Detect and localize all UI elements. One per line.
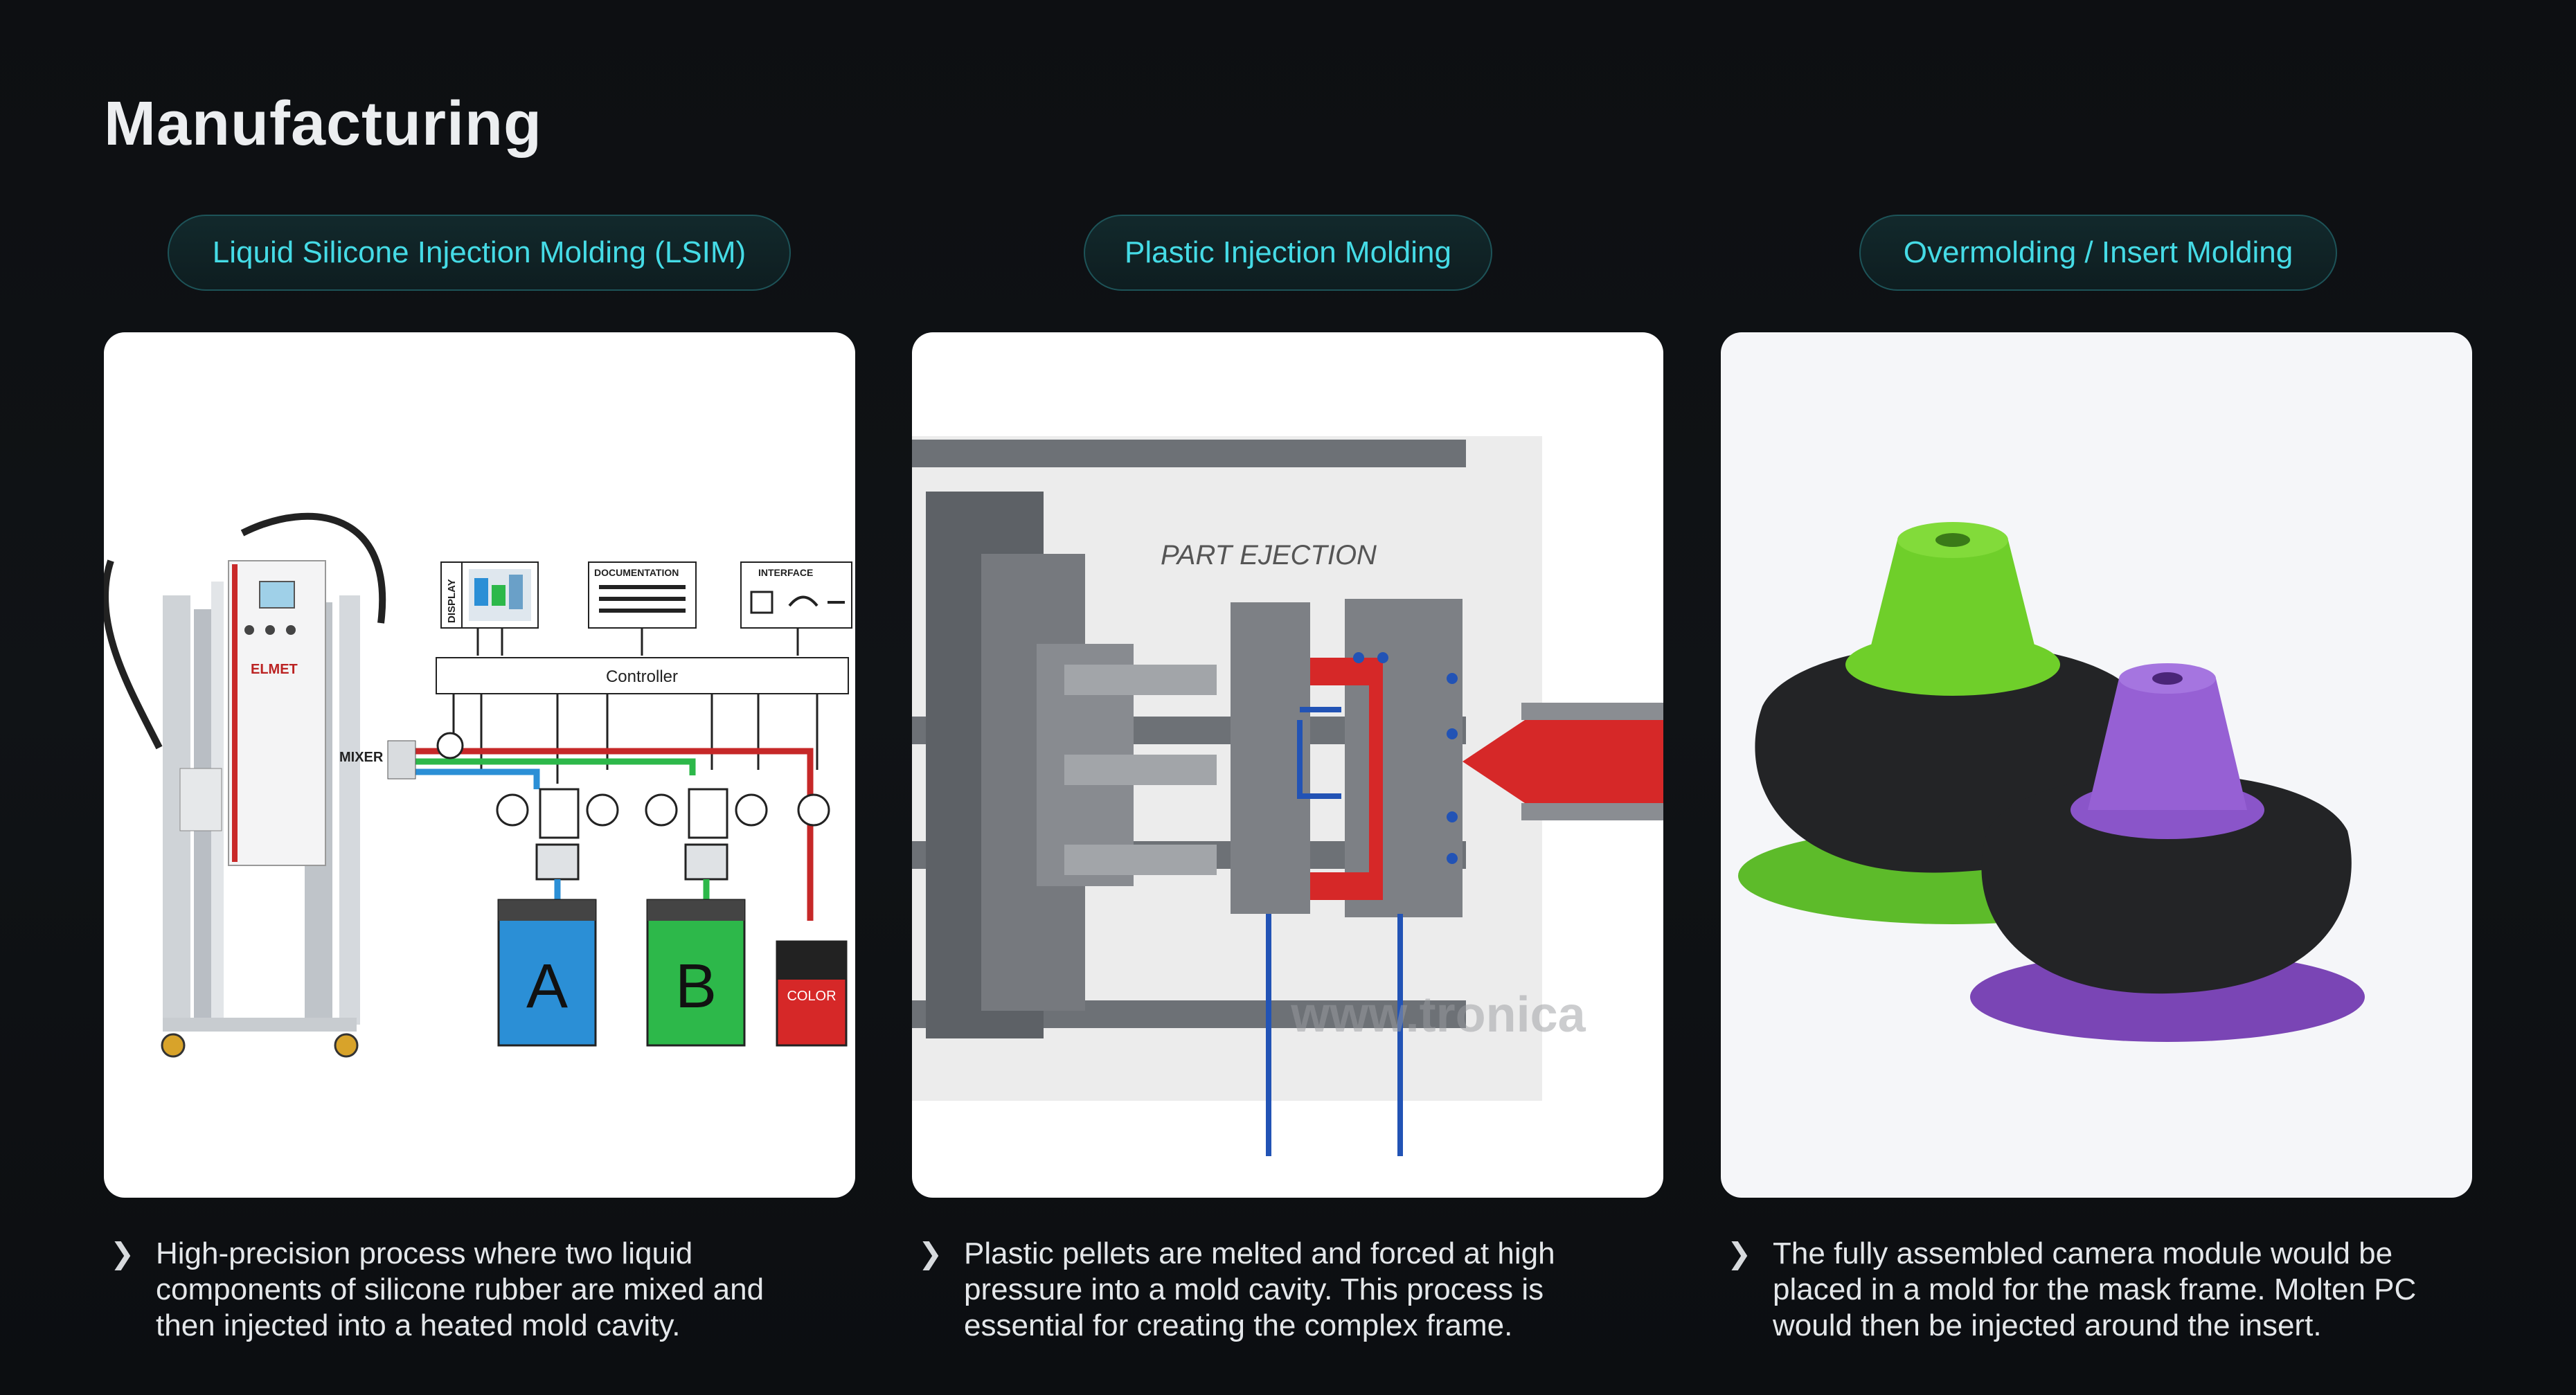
documentation-label: DOCUMENTATION: [594, 567, 679, 578]
part-ejection-caption: PART EJECTION: [1161, 540, 1377, 570]
lsim-machine-image: ELMET: [104, 512, 386, 1058]
ejector-springs: [1064, 665, 1217, 875]
machine-brand-logo: ELMET: [251, 662, 298, 677]
description-text: High-precision process where two liquid …: [156, 1236, 764, 1342]
tank-b-label: B: [675, 952, 717, 1021]
tank-a-label: A: [526, 952, 568, 1021]
color-tank: COLOR: [776, 940, 848, 1047]
mixer-label: MIXER: [339, 750, 384, 765]
overmolded-parts-image: [1738, 522, 2365, 1042]
interface-label: INTERFACE: [758, 567, 813, 578]
tank-b: B: [646, 899, 746, 1047]
overmolding-card: [1721, 332, 2472, 1198]
plastic-injection-card: PART EJECTION www.tronica: [912, 332, 1663, 1198]
description-text: The fully assembled camera module would …: [1773, 1236, 2417, 1342]
lsim-diagram: ELMET DISPLAY DOCUMENTATION INTERFACE: [104, 512, 852, 1058]
tank-a: A: [497, 899, 597, 1047]
lsim-description: ❯ High-precision process where two liqui…: [107, 1236, 828, 1344]
tag-label: Liquid Silicone Injection Molding (LSIM): [212, 235, 746, 269]
overmolding-description: ❯ The fully assembled camera module woul…: [1724, 1236, 2444, 1344]
display-label: DISPLAY: [446, 579, 458, 623]
tag-label: Plastic Injection Molding: [1124, 235, 1451, 269]
plastic-injection-description: ❯ Plastic pellets are melted and forced …: [915, 1236, 1636, 1344]
interface-block: INTERFACE: [740, 561, 852, 629]
chevron-right-icon: ❯: [918, 1237, 943, 1270]
lsim-diagram-card: ELMET DISPLAY DOCUMENTATION INTERFACE: [104, 332, 855, 1198]
page-title: Manufacturing: [104, 89, 542, 159]
pump-b: [645, 788, 830, 900]
tag-label: Overmolding / Insert Molding: [1903, 235, 2293, 269]
chevron-right-icon: ❯: [1727, 1237, 1752, 1270]
watermark: www.tronica: [1290, 987, 1586, 1043]
purple-overmolded-part: [1970, 663, 2365, 1042]
pump-a: [496, 788, 619, 900]
display-block: DISPLAY: [440, 561, 539, 629]
chevron-right-icon: ❯: [110, 1237, 135, 1270]
description-text: Plastic pellets are melted and forced at…: [964, 1236, 1555, 1342]
controller-label: Controller: [606, 667, 678, 686]
tag-lsim: Liquid Silicone Injection Molding (LSIM): [168, 215, 791, 291]
controller-block: [436, 657, 849, 694]
plastic-injection-diagram: PART EJECTION www.tronica: [912, 436, 1663, 1156]
documentation-block: DOCUMENTATION: [588, 561, 697, 629]
tag-overmolding: Overmolding / Insert Molding: [1859, 215, 2337, 291]
tag-plastic-injection: Plastic Injection Molding: [1084, 215, 1492, 291]
color-tank-label: COLOR: [787, 989, 836, 1004]
